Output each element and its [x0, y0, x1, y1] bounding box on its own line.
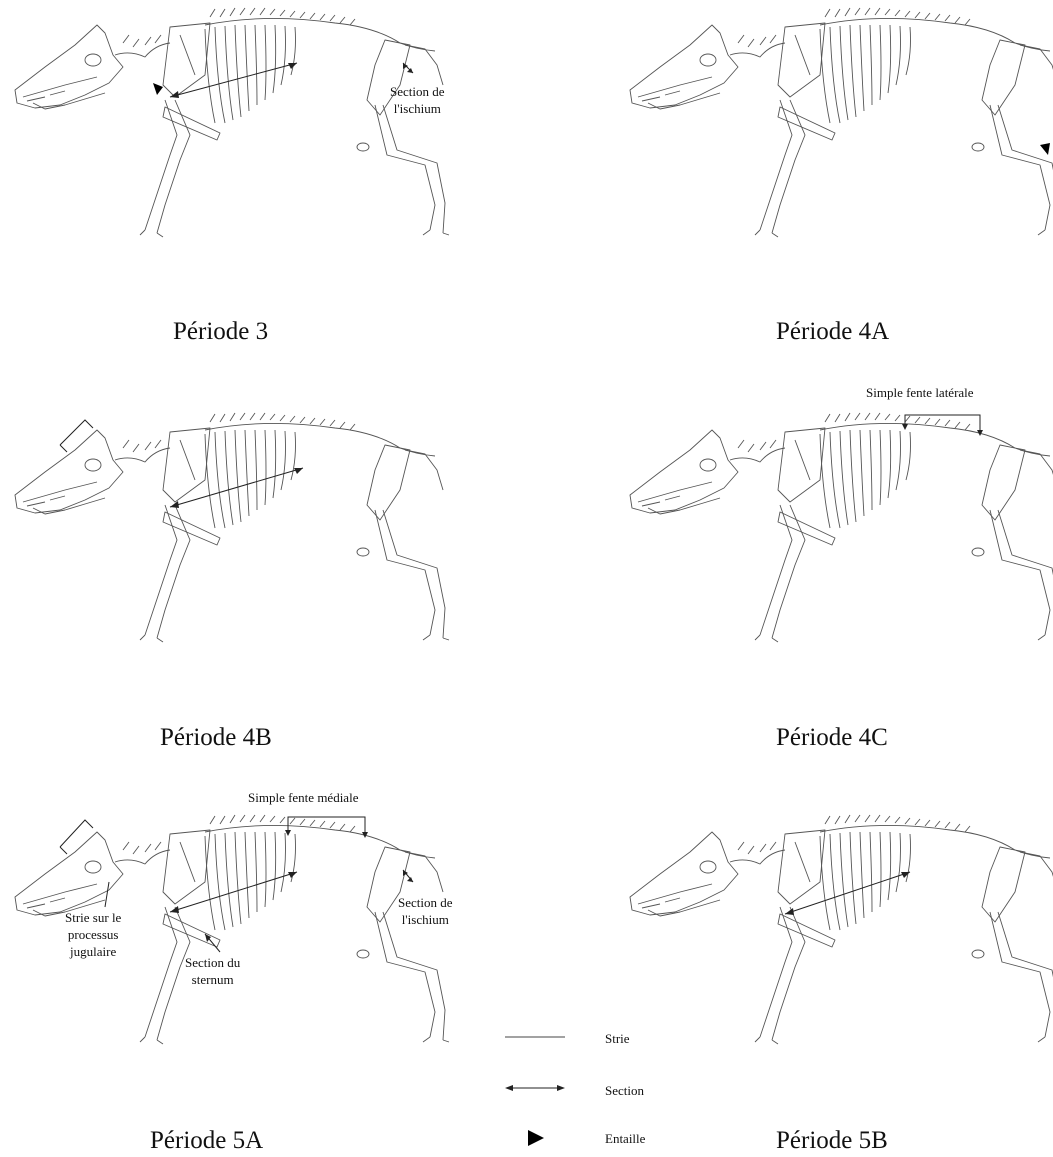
- annotation-strie-processus-jugulaire: Strie sur le processus jugulaire: [65, 909, 121, 960]
- panel-periode-4b: [5, 410, 475, 670]
- panel-periode-4c: [620, 410, 1053, 670]
- pig-skeleton-drawing: [5, 5, 475, 235]
- legend-strie-label: Strie: [605, 1031, 630, 1047]
- annotation-simple-fente-mediale: Simple fente médiale: [248, 789, 358, 806]
- panel-periode-4a: [620, 5, 1053, 265]
- title-periode-5a: Période 5A: [150, 1127, 263, 1155]
- pig-skeleton-drawing: [5, 410, 475, 640]
- title-periode-4b: Période 4B: [160, 724, 272, 752]
- annotation-section-ischium: Section de l'ischium: [390, 83, 445, 117]
- title-periode-5b: Période 5B: [776, 1127, 888, 1155]
- strie-bracket-skull: [60, 420, 93, 445]
- pig-skeleton-drawing: [620, 5, 1053, 235]
- title-periode-4a: Période 4A: [776, 318, 889, 346]
- section-arrow-ribs: [170, 468, 303, 507]
- legend-strie-symbol: [505, 1032, 565, 1042]
- panel-periode-5b: [620, 812, 1053, 1072]
- annotation-section-sternum: Section du sternum: [185, 954, 240, 988]
- panel-periode-5a: Section de l'ischium Strie sur le proces…: [5, 812, 475, 1072]
- section-arrow-ribs: [785, 872, 910, 914]
- legend-section-label: Section: [605, 1083, 644, 1099]
- fente-bracket: [905, 415, 980, 432]
- panel-periode-3: Section de l'ischium: [5, 5, 475, 265]
- entaille-marker: [1040, 143, 1050, 155]
- legend-entaille-symbol: [526, 1128, 546, 1148]
- entaille-marker: [153, 83, 163, 95]
- annotation-simple-fente-laterale: Simple fente latérale: [866, 384, 974, 401]
- section-arrow-ribs: [170, 63, 297, 97]
- title-periode-4c: Période 4C: [776, 724, 888, 752]
- section-arrow-ribs: [170, 872, 297, 912]
- annotation-section-ischium: Section de l'ischium: [398, 894, 453, 928]
- pig-skeleton-drawing: [620, 812, 1053, 1042]
- title-periode-3: Période 3: [173, 318, 268, 346]
- legend-section-symbol: [505, 1083, 565, 1093]
- pig-skeleton-drawing: [620, 410, 1053, 640]
- legend-entaille-label: Entaille: [605, 1131, 645, 1147]
